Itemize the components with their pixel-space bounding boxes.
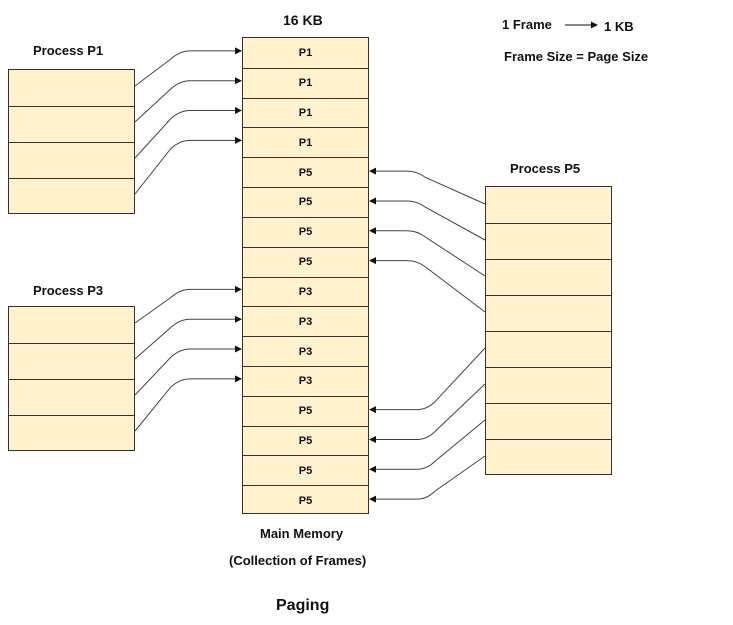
legend-size-note: Frame Size = Page Size [504,49,649,64]
memory-frame: P3 [243,306,368,336]
process-p5-label: Process P5 [510,161,581,176]
process-p3-pages [8,306,135,451]
arrowhead-icon [369,227,376,235]
legend-frame-label: 1 Frame [502,17,552,32]
process-p1-label: Process P1 [33,43,104,58]
mapping-arrow [134,318,240,360]
arrowhead-icon [235,375,242,383]
arrowhead-icon [369,257,376,265]
memory-caption: Main Memory [260,526,344,541]
mapping-arrow [134,139,240,195]
memory-frame: P5 [243,246,368,277]
memory-frame: P1 [298,46,313,59]
mapping-arrow [371,455,486,500]
mapping-arrow [134,80,240,123]
memory-frame: P1 [243,127,368,157]
memory-frame: P3 [243,336,368,366]
arrowhead-icon [235,345,242,353]
legend-arrow-icon [565,21,598,29]
arrowhead-icon [369,167,376,175]
memory-frame: P1 [243,97,368,128]
page-cell [486,331,611,367]
mapping-arrow [134,348,240,396]
mapping-arrow [134,288,240,324]
page-cell [486,295,611,331]
arrowhead-icon [235,47,242,55]
arrowhead-icon [235,285,242,293]
mapping-arrow [134,110,240,159]
memory-frame: P5 [243,216,368,247]
process-p1-pages [8,69,135,214]
mapping-arrow [371,260,486,313]
page-cell [486,439,611,475]
page-cell [9,142,134,178]
arrowhead-icon [235,107,242,115]
process-p3-label: Process P3 [33,283,104,298]
arrowhead-icon [369,495,376,503]
mapping-arrow [371,383,486,440]
page-cell [486,367,611,403]
process-p5-pages [485,186,612,475]
arrowhead-icon [235,77,242,85]
mapping-arrow [134,378,240,432]
arrowhead-icon [369,406,376,414]
mapping-arrow [371,230,486,277]
mapping-arrow [371,200,486,241]
memory-frame: P3 [243,365,368,396]
legend-frame-value: 1 KB [604,19,634,34]
memory-frame: P5 [243,425,368,456]
memory-subcaption: (Collection of Frames) [229,553,367,568]
page-cell [9,106,134,142]
page-cell [486,259,611,295]
memory-frame: P1 [243,67,368,98]
memory-size-label: 16 KB [283,12,323,28]
mapping-arrow [371,347,486,411]
mapping-arrow [371,170,486,205]
page-cell [9,178,134,214]
arrowhead-icon [369,197,376,205]
memory-frame: P3 [243,276,368,307]
page-cell [486,223,611,259]
memory-frame: P5 [243,187,368,217]
memory-frame: P5 [243,395,368,426]
arrowhead-icon [235,315,242,323]
memory-frame: P5 [243,455,368,485]
mapping-arrow [371,419,486,470]
arrowhead-icon [369,435,376,443]
page-cell [9,343,134,379]
page-cell [486,403,611,439]
mapping-arrow [134,50,240,87]
memory-frame: P5 [243,157,368,187]
page-cell [9,379,134,415]
page-cell [9,415,134,451]
arrowhead-icon [235,136,242,144]
memory-frame: P5 [243,485,368,515]
arrowhead-icon [369,465,376,473]
diagram-title: Paging [276,597,330,614]
